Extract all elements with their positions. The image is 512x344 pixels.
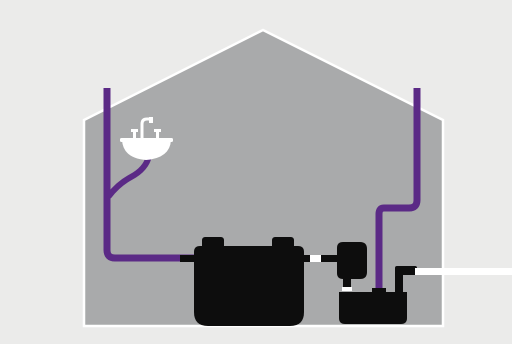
tank-outlet <box>302 255 310 262</box>
discharge-elbow <box>395 266 417 275</box>
tank-to-pump-connector <box>310 255 321 262</box>
separator-tank <box>194 237 304 326</box>
sink-branch-pipe <box>106 153 152 199</box>
pump-drop-pipe <box>343 279 351 288</box>
tank-inlet <box>180 255 196 262</box>
pump-housing <box>337 242 367 279</box>
collection-chamber <box>339 292 407 324</box>
tank-to-pump-pipe <box>321 255 337 262</box>
right-vent-pipe <box>375 88 421 290</box>
left-drain-pipe <box>103 88 200 262</box>
discharge-riser <box>395 268 403 294</box>
discharge-outlet-pipe <box>415 268 512 275</box>
sink-icon <box>120 117 173 160</box>
chamber-top-fitting <box>372 288 386 294</box>
pump-connector <box>342 287 352 291</box>
